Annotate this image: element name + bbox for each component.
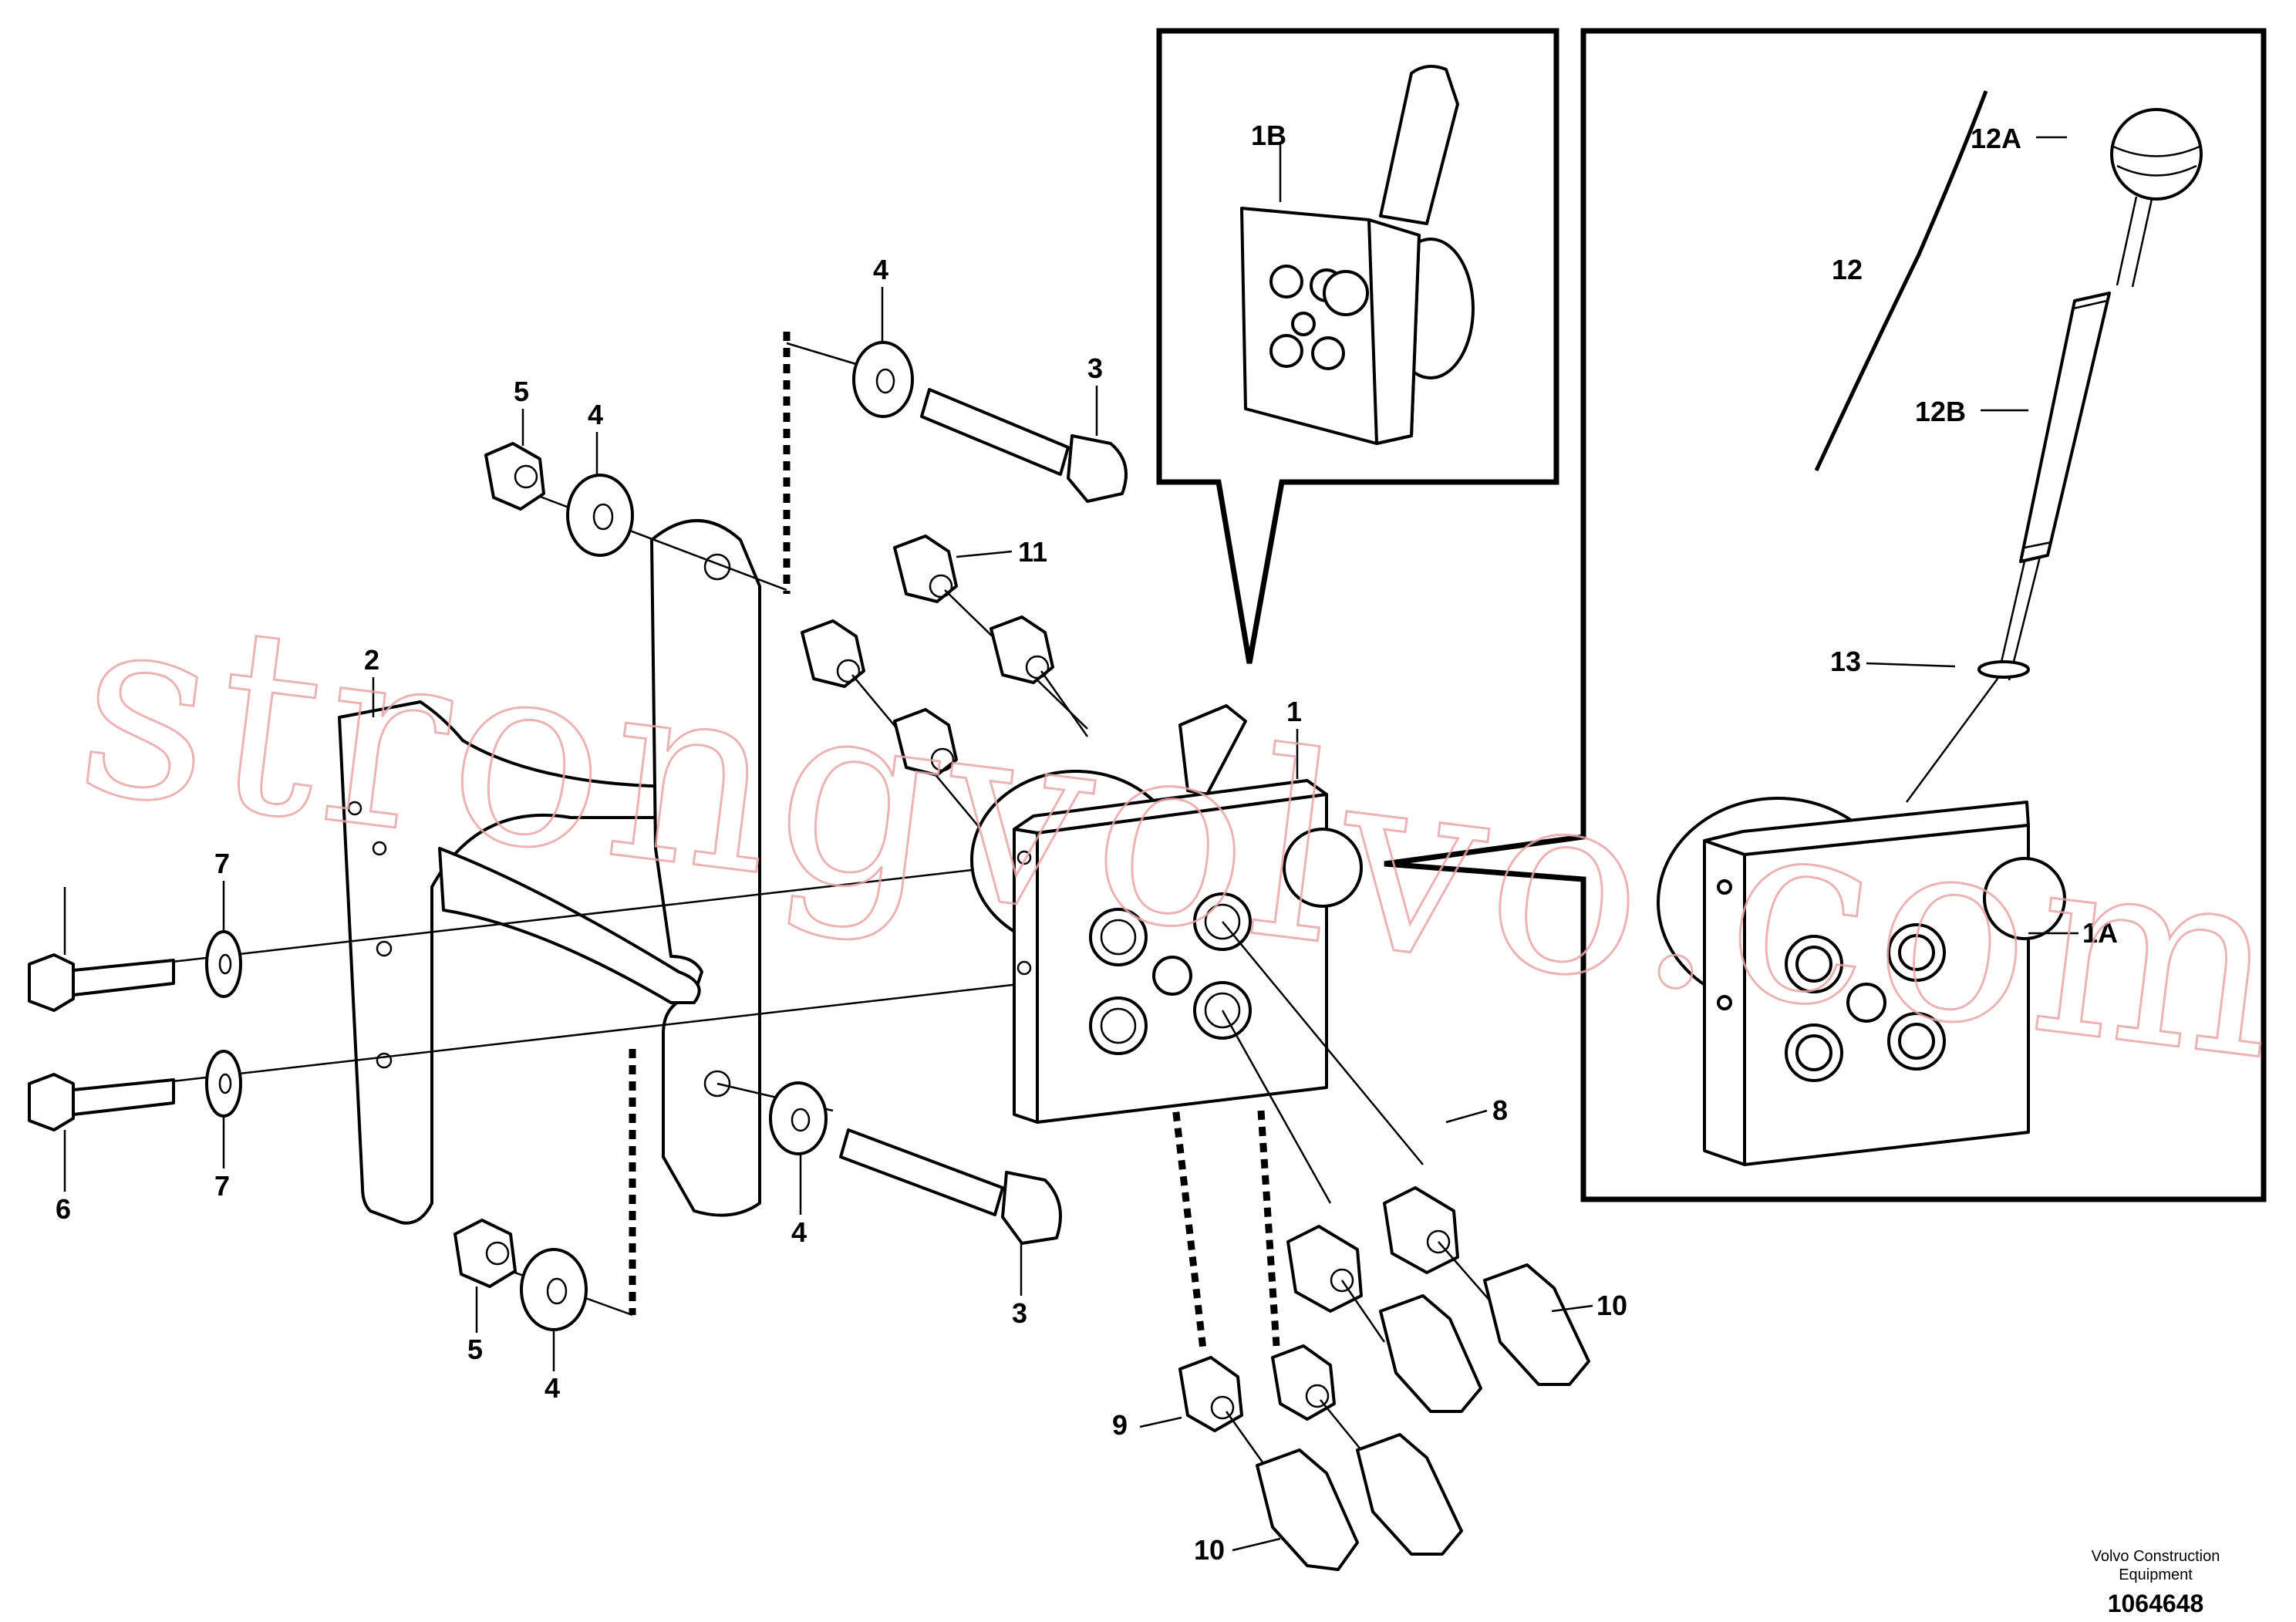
callout-12b: 12B: [1915, 396, 1966, 427]
leader-9: [1139, 1416, 1182, 1428]
callout-7-lower: 7: [214, 1170, 230, 1202]
flange-bolt-6-lower: [28, 1073, 175, 1131]
document-number: 1064648: [2108, 1590, 2204, 1617]
leader-13: [1866, 662, 1956, 668]
stem-12b: [2019, 292, 2111, 563]
callout-1: 1: [1286, 696, 1302, 727]
callout-2: 2: [364, 644, 379, 676]
washer-13: [1977, 660, 2030, 679]
callout-5-lower: 5: [467, 1334, 483, 1365]
callout-10-right: 10: [1596, 1290, 1627, 1321]
callout-7-upper: 7: [214, 848, 230, 879]
washer-7-upper: [205, 930, 242, 998]
adapter-10-bottom-b: [1356, 1433, 1463, 1556]
fitting-upper-right: [990, 615, 1089, 737]
callout-6: 6: [56, 1193, 71, 1225]
callout-4-upper-left: 4: [588, 399, 603, 430]
washer-7-lower: [205, 1050, 242, 1118]
callout-1b: 1B: [1251, 120, 1286, 151]
callout-4-lower-right: 4: [791, 1216, 807, 1248]
callout-9: 9: [1112, 1409, 1128, 1441]
callout-10-bottom: 10: [1194, 1534, 1225, 1566]
adapter-10-right-a: [1379, 1294, 1482, 1413]
control-valve-1: [970, 704, 1424, 1204]
detail-frame-1b: 1B: [1156, 28, 1559, 664]
adapter-10-right-b: [1483, 1263, 1590, 1386]
leader-10-right: [1551, 1304, 1593, 1313]
callout-11: 11: [1018, 536, 1047, 568]
fitting-8-right: [1383, 1186, 1493, 1304]
callout-3-lower: 3: [1012, 1297, 1027, 1329]
adapter-10-bottom-a: [1256, 1448, 1359, 1571]
callout-1a: 1A: [2082, 917, 2118, 949]
leader-11: [956, 550, 1013, 558]
fitting-9-right: [1271, 1344, 1362, 1451]
washer-4-upper-right: [852, 341, 914, 418]
dash-fitting-9: [1168, 1079, 1207, 1351]
nut-5-upper: [484, 442, 545, 511]
washer-4-lower: [520, 1248, 588, 1331]
callout-8: 8: [1492, 1094, 1508, 1126]
control-valve-1b: [1240, 65, 1475, 445]
callout-5-upper: 5: [514, 376, 529, 407]
bolt-3-upper: [920, 388, 1128, 503]
leader-8: [1445, 1109, 1488, 1124]
bolt-3-lower: [769, 1081, 1062, 1245]
fitting-upper-middle: [893, 708, 958, 777]
fitting-9-left: [1178, 1356, 1266, 1466]
fitting-upper-left: [801, 619, 988, 838]
credit-line-2: Equipment: [2119, 1566, 2193, 1583]
nut-5-lower: [453, 1219, 517, 1288]
knob-12a: [2110, 108, 2203, 201]
credit-line-1: Volvo Construction: [2092, 1548, 2220, 1565]
callout-4-top: 4: [873, 254, 888, 285]
callout-12: 12: [1832, 254, 1863, 285]
handle-assembly-12: [1905, 108, 2203, 803]
fitting-8-left: [1286, 1225, 1386, 1343]
washer-4-upper-left: [566, 474, 634, 557]
callout-3-upper: 3: [1087, 352, 1103, 384]
brace-12: [1814, 90, 1988, 472]
flange-bolt-6-upper: [28, 953, 175, 1012]
callout-4-bottom: 4: [544, 1372, 560, 1404]
detail-frame-1a: 12A 12 12B 13 1A: [1384, 28, 2267, 1202]
leader-10-bottom: [1232, 1537, 1281, 1552]
dash-fitting-9b: [1257, 1110, 1280, 1347]
control-valve-1a: [1657, 797, 2066, 1166]
callout-13: 13: [1830, 646, 1861, 677]
callout-12a: 12A: [1971, 123, 2021, 154]
mounting-plate: [438, 519, 761, 1217]
